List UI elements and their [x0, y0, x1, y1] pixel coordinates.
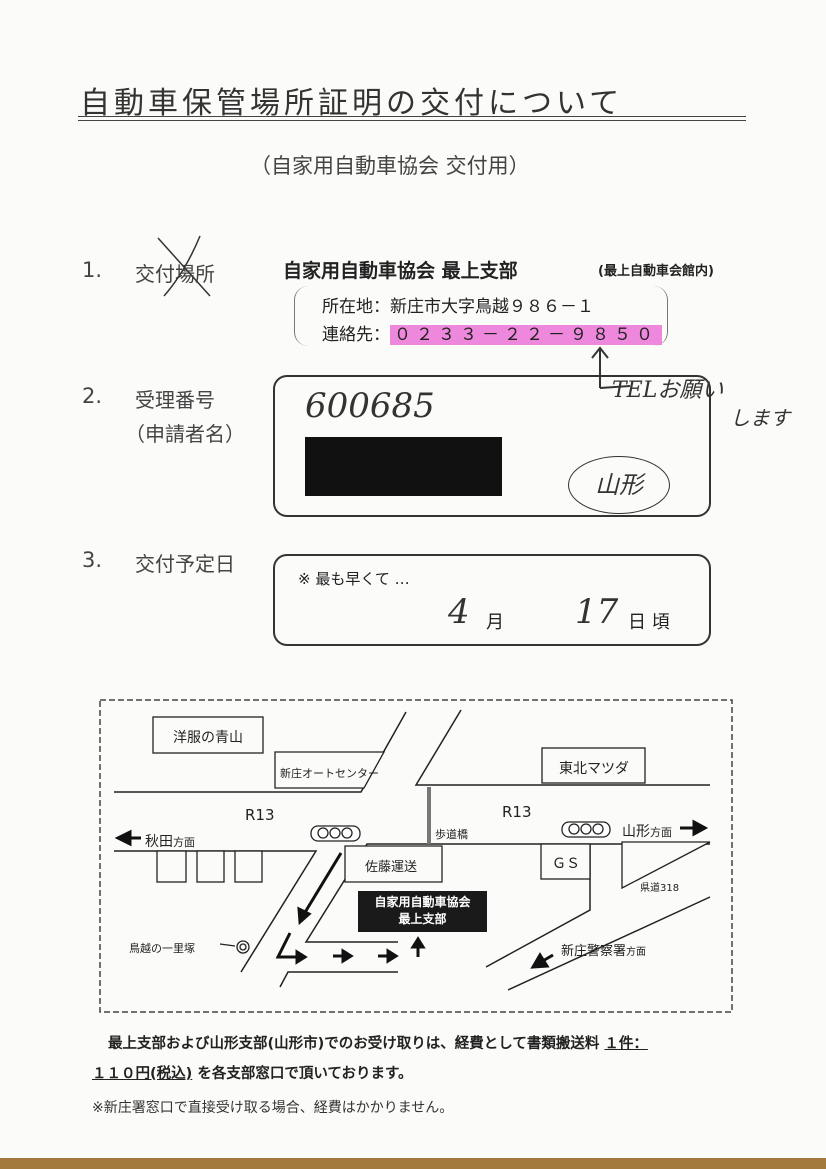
- arrow-up-icon: [591, 346, 631, 389]
- stamp: 山形: [568, 456, 670, 514]
- direction-text: 方面: [626, 947, 647, 958]
- traffic-light-icon: [561, 821, 611, 838]
- handwritten-note: します: [730, 406, 790, 430]
- month-value: 4: [448, 592, 470, 632]
- address-label: 所在地：: [322, 297, 390, 317]
- route-arrows: [114, 819, 709, 969]
- map-label-r13: R13: [502, 803, 532, 821]
- map-label-footbridge: 歩道橋: [435, 828, 468, 841]
- section2-number: 2.: [82, 384, 103, 408]
- address-line: 所在地：新庄市大字鳥越９８６－１: [322, 292, 594, 317]
- fee-note: ※新庄署窓口で直接受け取る場合、経費はかかりません。: [92, 1100, 454, 1116]
- map-label-aoyama: 洋服の青山: [173, 730, 243, 746]
- ichirizuka-marker: [219, 940, 250, 954]
- fee-text-line1: 最上支部および山形支部(山形市)でのお受け取りは、経費として書類搬送料 １件：: [108, 1032, 648, 1053]
- fee-text: 最上支部および山形支部(山形市)でのお受け取りは、経費として書類搬送料: [108, 1036, 600, 1052]
- yamagata-text: 山形: [622, 824, 650, 840]
- police-text: 新庄警察署: [561, 944, 627, 959]
- destination-marker: 自家用自動車協会 最上支部: [358, 891, 487, 932]
- destination-line1: 自家用自動車協会: [374, 895, 471, 909]
- day-unit: 日 頃: [628, 612, 670, 633]
- phone-number: ０２３３－２２－９８５０: [390, 325, 662, 345]
- table-surface: [0, 1158, 826, 1169]
- fee-text-line2: １１０円(税込) を各支部窓口で頂いております。: [92, 1062, 413, 1083]
- title-underline: [78, 120, 746, 121]
- date-note: ※ 最も早くて …: [298, 570, 410, 588]
- section2-label: 受理番号: [135, 388, 215, 412]
- address-bracket: [294, 286, 668, 346]
- fee-text: を各支部窓口で頂いております。: [197, 1066, 413, 1082]
- section2-sublabel: （申請者名）: [125, 422, 245, 446]
- map-label-akita: 秋田方面: [145, 831, 195, 851]
- receipt-number: 600685: [305, 386, 435, 426]
- map-label-mazda: 東北マツダ: [559, 761, 629, 777]
- redacted-name: [305, 437, 502, 496]
- page-title: 自動車保管場所証明の交付について: [80, 86, 624, 121]
- traffic-light-icon: [310, 825, 361, 842]
- subtitle: （自家用自動車協会 交付用）: [250, 154, 530, 178]
- section3-label: 交付予定日: [135, 552, 235, 576]
- akita-text: 秋田: [145, 834, 173, 850]
- fee-count: １件：: [604, 1036, 648, 1052]
- map-buildings: [152, 716, 711, 890]
- date-box: [273, 554, 711, 646]
- section1-number: 1.: [82, 258, 103, 282]
- month-unit: 月: [486, 612, 504, 633]
- title-underline: [78, 116, 746, 117]
- map-label-gs: ＧＳ: [552, 856, 580, 872]
- day-value: 17: [575, 592, 619, 632]
- address-value: 新庄市大字鳥越９８６－１: [390, 297, 594, 317]
- org-note: (最上自動車会館内): [598, 264, 714, 279]
- map-label-police: 新庄警察署方面: [561, 940, 646, 959]
- contact-line: 連絡先：０２３３－２２－９８５０: [322, 320, 662, 345]
- footbridge: [427, 787, 431, 844]
- destination-line2: 最上支部: [398, 912, 447, 926]
- receipt-box: [273, 375, 711, 517]
- map-label-r13: R13: [245, 806, 275, 824]
- map-label-auto-center: 新庄オートセンター: [280, 767, 379, 780]
- direction-text: 方面: [650, 826, 672, 839]
- cross-out-mark: [157, 235, 211, 297]
- section3-number: 3.: [82, 548, 103, 572]
- map-label-ichirizuka: 鳥越の一里塚: [129, 942, 195, 955]
- map-label-yamagata: 山形方面: [622, 821, 672, 841]
- contact-label: 連絡先：: [322, 325, 390, 345]
- map-label-sato: 佐藤運送: [365, 860, 418, 875]
- direction-text: 方面: [173, 836, 195, 849]
- fee-amount: １１０円(税込): [92, 1066, 193, 1082]
- org-name: 自家用自動車協会 最上支部: [283, 260, 518, 282]
- map-border: [99, 699, 733, 1013]
- map-label-route318: 県道318: [640, 883, 680, 894]
